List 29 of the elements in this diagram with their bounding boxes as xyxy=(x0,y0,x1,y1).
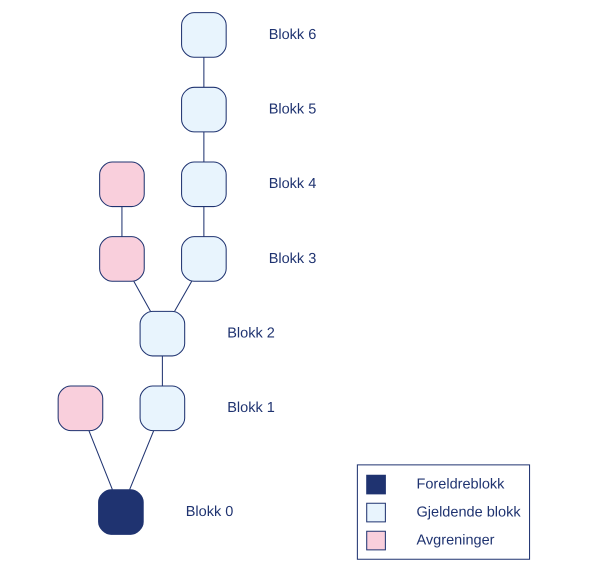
node-label: Blokk 0 xyxy=(185,504,233,520)
connector xyxy=(161,356,162,386)
node-box xyxy=(139,310,185,356)
connector xyxy=(120,206,122,236)
node-box xyxy=(180,236,226,282)
node-label: Blokk 4 xyxy=(268,176,316,192)
connector xyxy=(202,57,204,88)
node-label: Blokk 5 xyxy=(268,101,316,118)
node-box xyxy=(98,161,144,208)
node-box xyxy=(180,161,226,208)
legend-label: Foreldreblokk xyxy=(416,476,504,492)
node-label: Blokk 6 xyxy=(268,26,316,43)
connector xyxy=(128,430,154,490)
node-label: Blokk 2 xyxy=(226,325,274,342)
legend-label: Gjeldende blokk xyxy=(416,504,520,520)
node-label: Blokk 3 xyxy=(268,250,316,267)
connector xyxy=(174,281,192,312)
node-label: Blokk 1 xyxy=(226,400,274,416)
node-box xyxy=(98,236,144,282)
node-box xyxy=(180,12,226,58)
node-box xyxy=(98,489,144,535)
connector xyxy=(132,281,150,312)
connector xyxy=(202,132,204,162)
node-box xyxy=(57,386,103,432)
connector xyxy=(88,430,112,490)
connector xyxy=(202,206,204,236)
legend-label: Avgreninger xyxy=(416,532,494,548)
node-box xyxy=(180,86,226,132)
node-box xyxy=(139,386,185,432)
